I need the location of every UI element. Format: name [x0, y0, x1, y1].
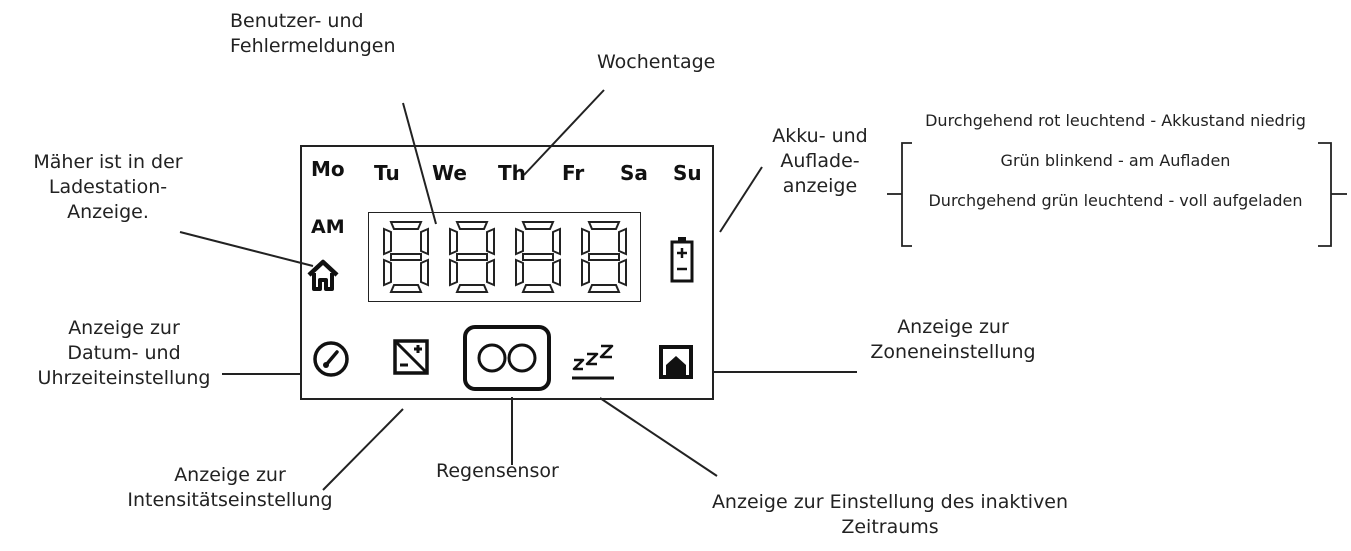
seven-segment-display — [368, 212, 641, 302]
rain-sensor-icon — [463, 325, 551, 391]
digit-2-segment — [455, 221, 489, 230]
label-weekdays: Wochentage — [597, 51, 716, 73]
digit-2-segment — [486, 258, 495, 287]
house-icon — [307, 259, 339, 291]
day-fr: Fr — [562, 161, 585, 185]
digit-4-segment — [587, 284, 621, 293]
line-battery — [719, 166, 763, 233]
digit-3-segment — [521, 221, 555, 230]
digit-3-segment — [522, 253, 554, 261]
day-mo: Mo — [311, 157, 345, 181]
line-messages — [402, 102, 437, 225]
intensity-square-icon — [393, 339, 429, 375]
digit-4-segment — [588, 253, 620, 261]
digit-3-segment — [521, 284, 555, 293]
digit-2-segment — [449, 258, 458, 287]
zone-icon — [659, 345, 693, 379]
digit-1-segment — [420, 227, 429, 256]
digit-1-segment — [389, 221, 423, 230]
digit-3-segment — [552, 227, 561, 256]
digit-3-segment — [552, 258, 561, 287]
digit-3-segment — [515, 227, 524, 256]
digit-1-segment — [420, 258, 429, 287]
battery-state-charging: Grün blinkend - am Aufladen — [1000, 151, 1231, 170]
sleep-zzz-icon — [572, 344, 614, 380]
battery-states-bracket — [887, 142, 1347, 247]
line-intensity — [322, 408, 404, 491]
digit-1-segment — [390, 253, 422, 261]
day-we: We — [432, 161, 467, 185]
digit-1-segment — [383, 258, 392, 287]
digit-2-segment — [455, 284, 489, 293]
digit-4-segment — [581, 227, 590, 256]
battery-state-full: Durchgehend grün leuchtend - voll aufgel… — [928, 191, 1303, 210]
digit-2-segment — [456, 253, 488, 261]
battery-state-low: Durchgehend rot leuchtend - Akkustand ni… — [925, 111, 1306, 130]
am-indicator: AM — [311, 216, 345, 238]
day-su: Su — [673, 161, 702, 185]
digit-3-segment — [515, 258, 524, 287]
battery-icon — [670, 237, 694, 283]
digit-4-segment — [581, 258, 590, 287]
seven-segment-digits — [383, 221, 627, 293]
digit-2-segment — [449, 227, 458, 256]
line-docked — [179, 231, 314, 267]
label-rain-sensor: Regensensor — [436, 460, 559, 482]
digit-4-segment — [618, 227, 627, 256]
digit-1-segment — [389, 284, 423, 293]
clock-dial-icon — [313, 341, 349, 377]
day-sa: Sa — [620, 161, 648, 185]
digit-4-segment — [618, 258, 627, 287]
digit-1-segment — [383, 227, 392, 256]
line-inactive — [599, 397, 718, 477]
day-tu: Tu — [374, 161, 400, 185]
digit-2-segment — [486, 227, 495, 256]
lcd-display-panel — [300, 145, 714, 400]
day-th: Th — [498, 161, 526, 185]
line-weekdays — [523, 89, 605, 176]
digit-4-segment — [587, 221, 621, 230]
